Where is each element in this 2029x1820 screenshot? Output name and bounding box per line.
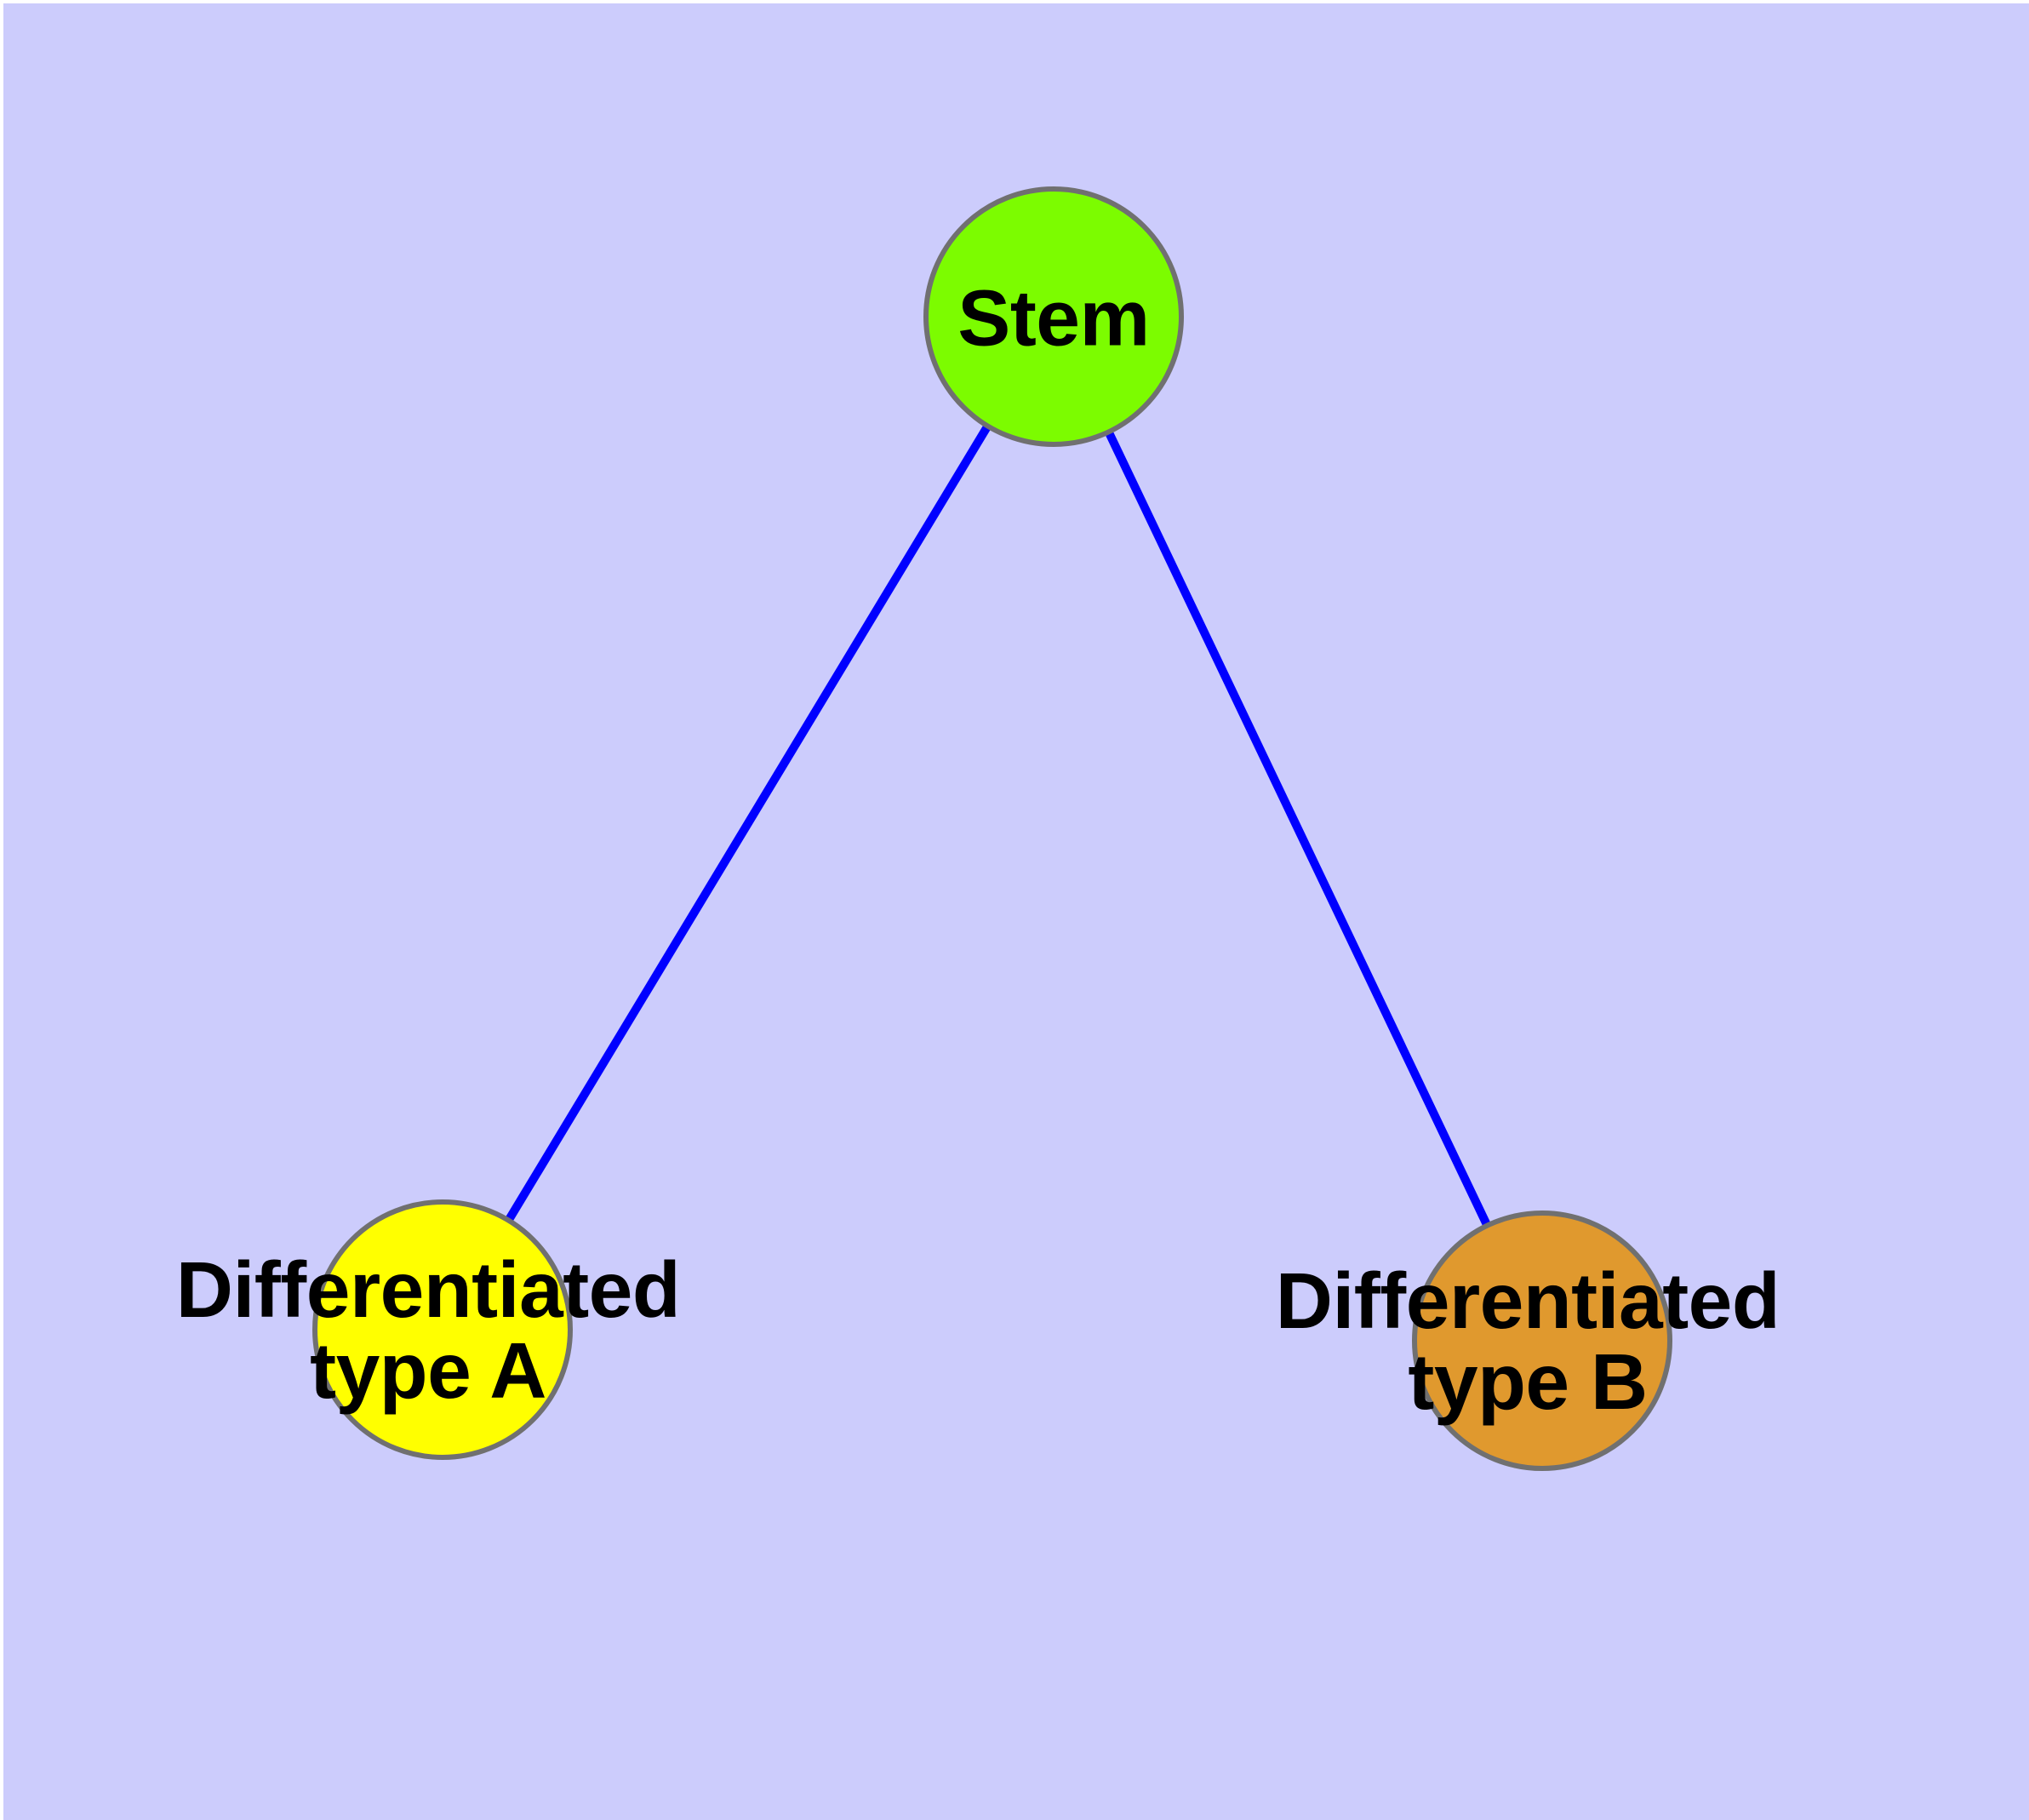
node-layer [312, 186, 1672, 1471]
graph-node-diff_a[interactable] [312, 1199, 573, 1460]
graph-edge [438, 314, 1058, 1332]
graph-edge [1049, 314, 1546, 1343]
graph-node-stem[interactable] [923, 186, 1184, 447]
graph-node-diff_b[interactable] [1412, 1210, 1672, 1471]
edge-layer [438, 314, 1546, 1343]
